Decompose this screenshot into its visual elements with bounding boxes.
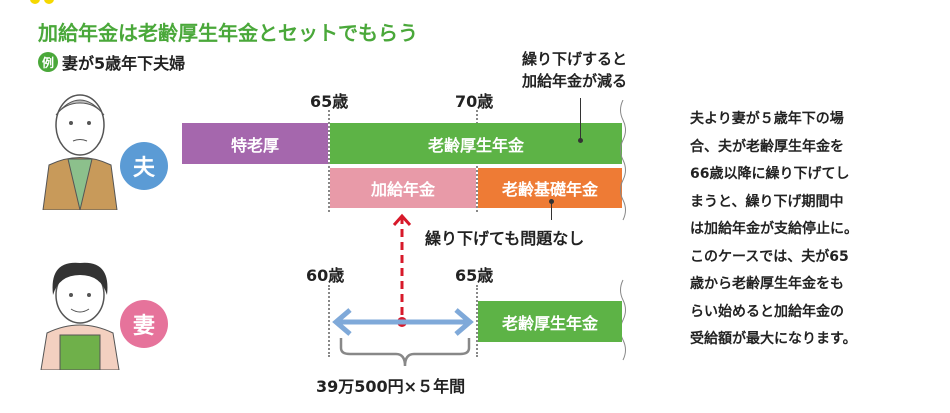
divider-60 — [328, 285, 330, 357]
husband-illustration-icon — [42, 94, 118, 210]
wavy-edge-icon — [620, 100, 626, 361]
divider-wife-65 — [476, 285, 478, 357]
note-ok: 繰り下げても問題なし — [425, 229, 585, 248]
explanation-line: 受給額が最大になります。 — [690, 331, 857, 347]
divider-65 — [328, 110, 330, 212]
wife-age-60: 60歳 — [306, 266, 345, 285]
explanation-line: 夫より妻が５歳年下の場 — [690, 111, 844, 127]
bar-spousal-addition: 加給年金 — [330, 168, 476, 208]
bar-special-pension: 特老厚 — [182, 123, 328, 164]
amount-label: 39万500円×５年間 — [316, 377, 466, 396]
explanation-line: このケースでは、夫が65 — [690, 248, 849, 265]
wife-illustration-icon — [40, 262, 120, 370]
explanation-line: 66歳以降に繰り下げてし — [690, 166, 850, 182]
wife-badge: 妻 — [120, 300, 168, 348]
leader-line — [551, 200, 552, 220]
example-badge: 例 — [38, 52, 58, 72]
example-text: 妻が5歳年下夫婦 — [62, 54, 186, 73]
leader-dot — [549, 199, 554, 204]
example-line: 例 妻が5歳年下夫婦 — [38, 50, 185, 74]
explanation-line: らい始めると加給年金の — [690, 303, 844, 320]
husband-badge: 夫 — [120, 142, 168, 190]
leader-line — [580, 98, 581, 140]
explanation-line: は加給年金が支給停止に。 — [690, 221, 858, 237]
double-arrow-icon — [332, 308, 474, 336]
decor-dot — [30, 0, 40, 4]
bar-employee-pension: 老齢厚生年金 — [330, 123, 622, 164]
explanation-line: まうと、繰り下げ期間中 — [690, 193, 844, 210]
wife-age-65: 65歳 — [455, 266, 494, 285]
husband-age-65: 65歳 — [310, 92, 349, 111]
note-defer-line: 加給年金が減る — [522, 72, 628, 90]
brace-icon — [339, 338, 471, 367]
note-defer: 繰り下げすると 加給年金が減る — [522, 48, 627, 92]
decor-dot — [44, 0, 54, 4]
husband-age-70: 70歳 — [455, 92, 494, 111]
leader-dot — [578, 138, 583, 143]
diagram-title: 加給年金は老齢厚生年金とセットでもらう — [38, 21, 418, 45]
explanation-text: 夫より妻が５歳年下の場 合、夫が老齢厚生年金を 66歳以降に繰り下げてし まうと… — [690, 106, 920, 354]
explanation-line: 合、夫が老齢厚生年金を — [690, 138, 844, 155]
note-defer-line: 繰り下げすると — [522, 50, 628, 68]
explanation-line: 歳から老齢厚生年金をも — [690, 276, 844, 292]
bar-wife-employee-pension: 老齢厚生年金 — [478, 301, 622, 342]
